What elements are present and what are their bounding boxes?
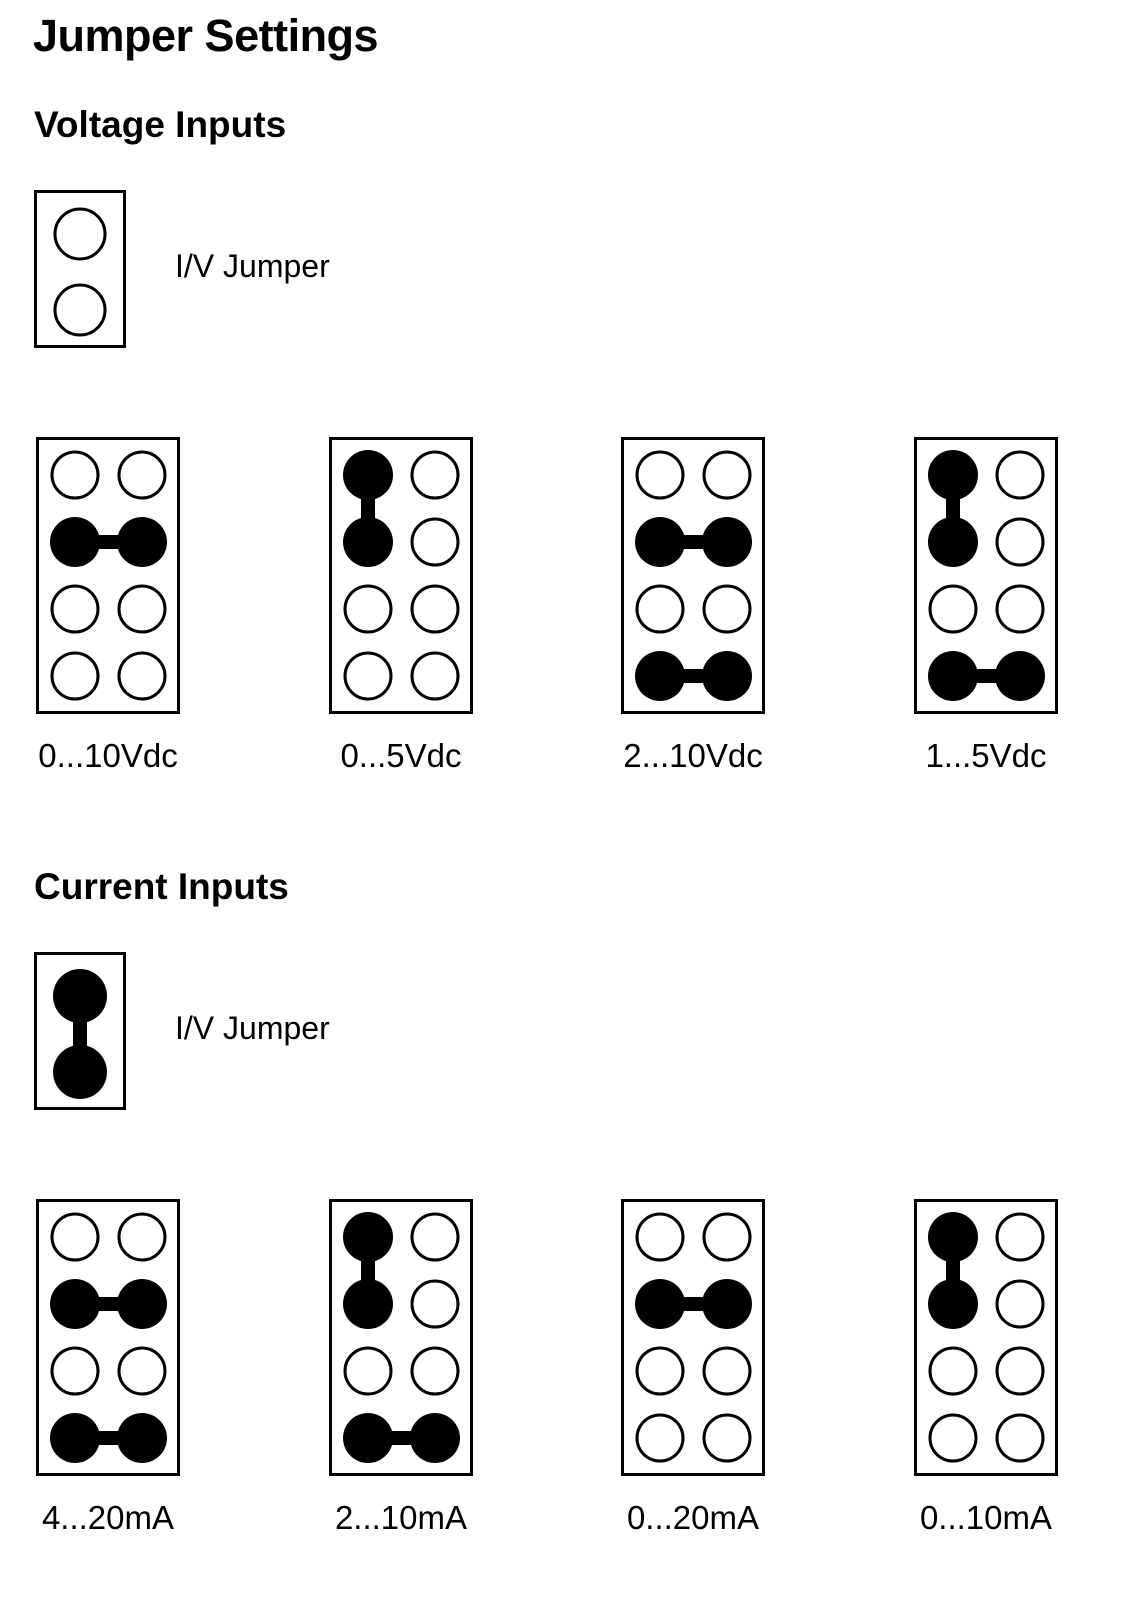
pin-open <box>995 1413 1045 1463</box>
pin-jumpered <box>117 517 167 567</box>
config-label: 4...20mA <box>41 1499 175 1536</box>
pin-jumpered <box>410 1413 460 1463</box>
current-iv-jumper <box>34 952 126 1110</box>
pin-jumpered <box>702 517 752 567</box>
pin-open <box>995 450 1045 500</box>
pin-open <box>410 1279 460 1329</box>
pin-jumpered <box>343 1413 393 1463</box>
pin-open <box>635 584 685 634</box>
page-title: Jumper Settings <box>33 10 379 61</box>
pin-jumpered <box>635 517 685 567</box>
pin-open <box>117 1212 167 1262</box>
pin-open <box>50 450 100 500</box>
voltage-iv-jumper-label: I/V Jumper <box>175 248 330 284</box>
pin-open <box>702 1413 752 1463</box>
pin-jumpered <box>928 1279 978 1329</box>
pin-open <box>635 1212 685 1262</box>
pin-jumpered <box>702 1279 752 1329</box>
config-label: 0...5Vdc <box>340 737 462 774</box>
pin-open <box>702 1212 752 1262</box>
pin-open <box>117 584 167 634</box>
pin-open <box>343 1346 393 1396</box>
pin-open <box>635 1413 685 1463</box>
pin-open <box>702 1346 752 1396</box>
pin-jumpered <box>53 969 107 1023</box>
pin-open <box>995 517 1045 567</box>
pin-jumpered <box>50 1413 100 1463</box>
pin-open <box>928 584 978 634</box>
pin-jumpered <box>635 1279 685 1329</box>
current-inputs-heading: Current Inputs <box>34 866 289 907</box>
config-label: 0...10Vdc <box>38 737 178 774</box>
pin-open <box>53 283 107 337</box>
pin-open <box>702 450 752 500</box>
pin-open <box>50 584 100 634</box>
pin-open <box>702 584 752 634</box>
pin-open <box>410 450 460 500</box>
jumper-config-diagram <box>621 437 765 714</box>
pin-open <box>928 1413 978 1463</box>
pin-open <box>343 584 393 634</box>
pin-open <box>50 1212 100 1262</box>
pin-jumpered <box>702 651 752 701</box>
config-label: 0...20mA <box>626 1499 760 1536</box>
pin-open <box>410 584 460 634</box>
pin-jumpered <box>117 1279 167 1329</box>
pin-open <box>635 1346 685 1396</box>
pin-jumpered <box>928 450 978 500</box>
pin-jumpered <box>995 651 1045 701</box>
pin-open <box>410 1346 460 1396</box>
pin-open <box>117 1346 167 1396</box>
pin-jumpered <box>343 1279 393 1329</box>
pin-open <box>995 1346 1045 1396</box>
pin-jumpered <box>343 517 393 567</box>
pin-open <box>117 450 167 500</box>
config-label: 0...10mA <box>919 1499 1053 1536</box>
pin-open <box>995 1212 1045 1262</box>
pin-open <box>343 651 393 701</box>
pin-jumpered <box>928 651 978 701</box>
pin-open <box>995 584 1045 634</box>
jumper-config-diagram <box>36 437 180 714</box>
jumper-config-diagram <box>914 1199 1058 1476</box>
pin-jumpered <box>635 651 685 701</box>
pin-jumpered <box>53 1045 107 1099</box>
jumper-config-diagram <box>914 437 1058 714</box>
pin-open <box>117 651 167 701</box>
voltage-inputs-heading: Voltage Inputs <box>34 104 287 145</box>
pin-open <box>53 207 107 261</box>
current-iv-jumper-label: I/V Jumper <box>175 1010 330 1046</box>
pin-jumpered <box>117 1413 167 1463</box>
pin-open <box>50 651 100 701</box>
pin-jumpered <box>343 1212 393 1262</box>
jumper-config-diagram <box>329 437 473 714</box>
pin-jumpered <box>50 1279 100 1329</box>
pin-open <box>995 1279 1045 1329</box>
jumper-config-diagram <box>621 1199 765 1476</box>
jumper-config-diagram <box>36 1199 180 1476</box>
pin-jumpered <box>343 450 393 500</box>
config-label: 1...5Vdc <box>925 737 1047 774</box>
pin-open <box>928 1346 978 1396</box>
pin-jumpered <box>928 517 978 567</box>
pin-open <box>410 517 460 567</box>
pin-open <box>50 1346 100 1396</box>
config-label: 2...10mA <box>334 1499 468 1536</box>
pin-jumpered <box>928 1212 978 1262</box>
voltage-iv-jumper <box>34 190 126 348</box>
pin-open <box>410 1212 460 1262</box>
pin-open <box>635 450 685 500</box>
jumper-config-diagram <box>329 1199 473 1476</box>
pin-jumpered <box>50 517 100 567</box>
pin-open <box>410 651 460 701</box>
config-label: 2...10Vdc <box>623 737 763 774</box>
